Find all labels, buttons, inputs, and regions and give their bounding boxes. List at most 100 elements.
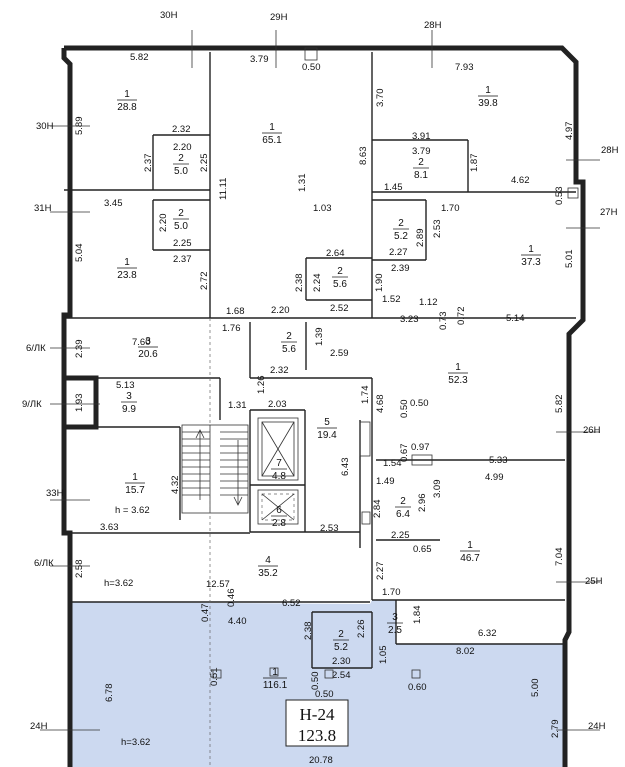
svg-text:6.78: 6.78	[104, 684, 115, 703]
svg-text:2.25: 2.25	[173, 238, 192, 249]
svg-text:1: 1	[528, 244, 534, 255]
svg-text:h=3.62: h=3.62	[121, 737, 150, 748]
svg-text:3: 3	[145, 336, 151, 347]
svg-text:12.57: 12.57	[206, 579, 230, 590]
ceiling-heights: h = 3.62 h=3.62 h=3.62	[104, 505, 150, 748]
svg-text:2.27: 2.27	[375, 562, 386, 581]
svg-text:0.50: 0.50	[410, 398, 429, 409]
svg-text:37.3: 37.3	[521, 257, 541, 268]
svg-text:2.26: 2.26	[356, 620, 367, 639]
svg-text:2: 2	[286, 331, 292, 342]
svg-text:3.09: 3.09	[432, 480, 443, 499]
svg-text:1.54: 1.54	[383, 458, 402, 469]
svg-text:2: 2	[398, 218, 404, 229]
svg-text:2.39: 2.39	[74, 340, 85, 359]
room-label: 128.8	[117, 89, 137, 113]
svg-text:6.43: 6.43	[340, 458, 351, 477]
svg-text:3: 3	[392, 612, 398, 623]
svg-text:65.1: 65.1	[262, 135, 282, 146]
svg-text:0.47: 0.47	[200, 604, 211, 623]
room-label: 115.7	[125, 472, 145, 496]
room-labels: 128.8 165.1 139.8 25.0 28.1 25.0 25.2 13…	[117, 85, 541, 691]
svg-text:1.74: 1.74	[360, 386, 371, 405]
svg-text:5.0: 5.0	[174, 166, 188, 177]
svg-text:6.32: 6.32	[478, 628, 497, 639]
room-label: 320.6	[138, 336, 158, 360]
room-label: 26.4	[395, 496, 411, 520]
room-label: 25.2	[393, 218, 409, 242]
svg-text:9.9: 9.9	[122, 404, 136, 415]
unit-area: 123.8	[298, 726, 336, 745]
svg-text:2.64: 2.64	[326, 248, 345, 259]
svg-text:5.00: 5.00	[530, 679, 541, 698]
svg-text:116.1: 116.1	[263, 680, 288, 691]
svg-text:5.2: 5.2	[334, 642, 348, 653]
svg-text:7.04: 7.04	[554, 548, 565, 567]
svg-text:5.82: 5.82	[130, 52, 149, 63]
svg-text:2.58: 2.58	[74, 560, 85, 579]
svg-text:35.2: 35.2	[258, 568, 278, 579]
svg-text:15.7: 15.7	[125, 485, 145, 496]
room-label: 25.2	[333, 629, 349, 653]
room-label: 435.2	[258, 555, 278, 579]
svg-text:5.04: 5.04	[74, 244, 85, 263]
room-label: 137.3	[521, 244, 541, 268]
svg-text:1.05: 1.05	[378, 646, 389, 665]
svg-text:5.13: 5.13	[116, 380, 135, 391]
svg-text:1.03: 1.03	[313, 203, 332, 214]
svg-text:2.30: 2.30	[332, 656, 351, 667]
axis-28-right: 28Н	[601, 145, 619, 156]
svg-text:8.02: 8.02	[456, 646, 475, 657]
svg-text:4.40: 4.40	[228, 616, 247, 627]
svg-text:1.68: 1.68	[226, 306, 245, 317]
shafts	[304, 47, 579, 525]
svg-text:2.52: 2.52	[330, 303, 349, 314]
svg-text:1: 1	[272, 667, 278, 678]
axis-30-left: 30Н	[36, 121, 54, 132]
svg-text:0.65: 0.65	[413, 544, 432, 555]
svg-text:2.38: 2.38	[303, 622, 314, 641]
svg-text:3.79: 3.79	[412, 146, 431, 157]
svg-text:7: 7	[276, 458, 282, 469]
svg-text:1: 1	[124, 89, 130, 100]
svg-text:3: 3	[126, 391, 132, 402]
svg-text:3.79: 3.79	[250, 54, 269, 65]
room-label: 146.7	[460, 540, 480, 564]
svg-text:5.0: 5.0	[174, 221, 188, 232]
axis-24-right: 24Н	[588, 721, 606, 732]
svg-text:5.14: 5.14	[506, 313, 525, 324]
svg-text:1: 1	[132, 472, 138, 483]
svg-text:2.54: 2.54	[332, 670, 351, 681]
svg-text:2.25: 2.25	[199, 154, 210, 173]
axis-labels: 30Н 29Н 28Н 30Н 28Н 31Н 27Н 6/ЛК 9/ЛК 26…	[22, 10, 619, 732]
unit-h24-highlight[interactable]	[72, 600, 563, 767]
svg-text:2.37: 2.37	[173, 254, 192, 265]
svg-text:h=3.62: h=3.62	[104, 578, 133, 589]
svg-text:1.93: 1.93	[74, 394, 85, 413]
room-label: 32.5	[387, 612, 403, 636]
room-label: 39.9	[121, 391, 137, 415]
svg-text:0.72: 0.72	[456, 307, 467, 326]
svg-text:2: 2	[178, 208, 184, 219]
svg-text:2: 2	[400, 496, 406, 507]
unit-name: Н-24	[300, 705, 335, 724]
svg-text:5.2: 5.2	[394, 231, 408, 242]
svg-text:2.20: 2.20	[271, 305, 290, 316]
svg-text:1: 1	[269, 122, 275, 133]
svg-text:4.99: 4.99	[485, 472, 504, 483]
markers	[212, 667, 421, 679]
svg-text:1.76: 1.76	[222, 323, 241, 334]
svg-text:0.50: 0.50	[315, 689, 334, 700]
axis-24-left: 24Н	[30, 721, 48, 732]
svg-text:0.73: 0.73	[438, 312, 449, 331]
svg-text:2.79: 2.79	[550, 720, 561, 739]
svg-text:2.27: 2.27	[389, 247, 408, 258]
svg-text:46.7: 46.7	[460, 553, 480, 564]
axis-31: 31Н	[34, 203, 52, 214]
svg-text:2.89: 2.89	[415, 229, 426, 248]
interior-walls	[64, 52, 576, 669]
unit-title-box[interactable]: Н-24 123.8	[285, 699, 349, 747]
axis-28-top: 28Н	[424, 20, 442, 31]
svg-text:1.31: 1.31	[228, 400, 247, 411]
